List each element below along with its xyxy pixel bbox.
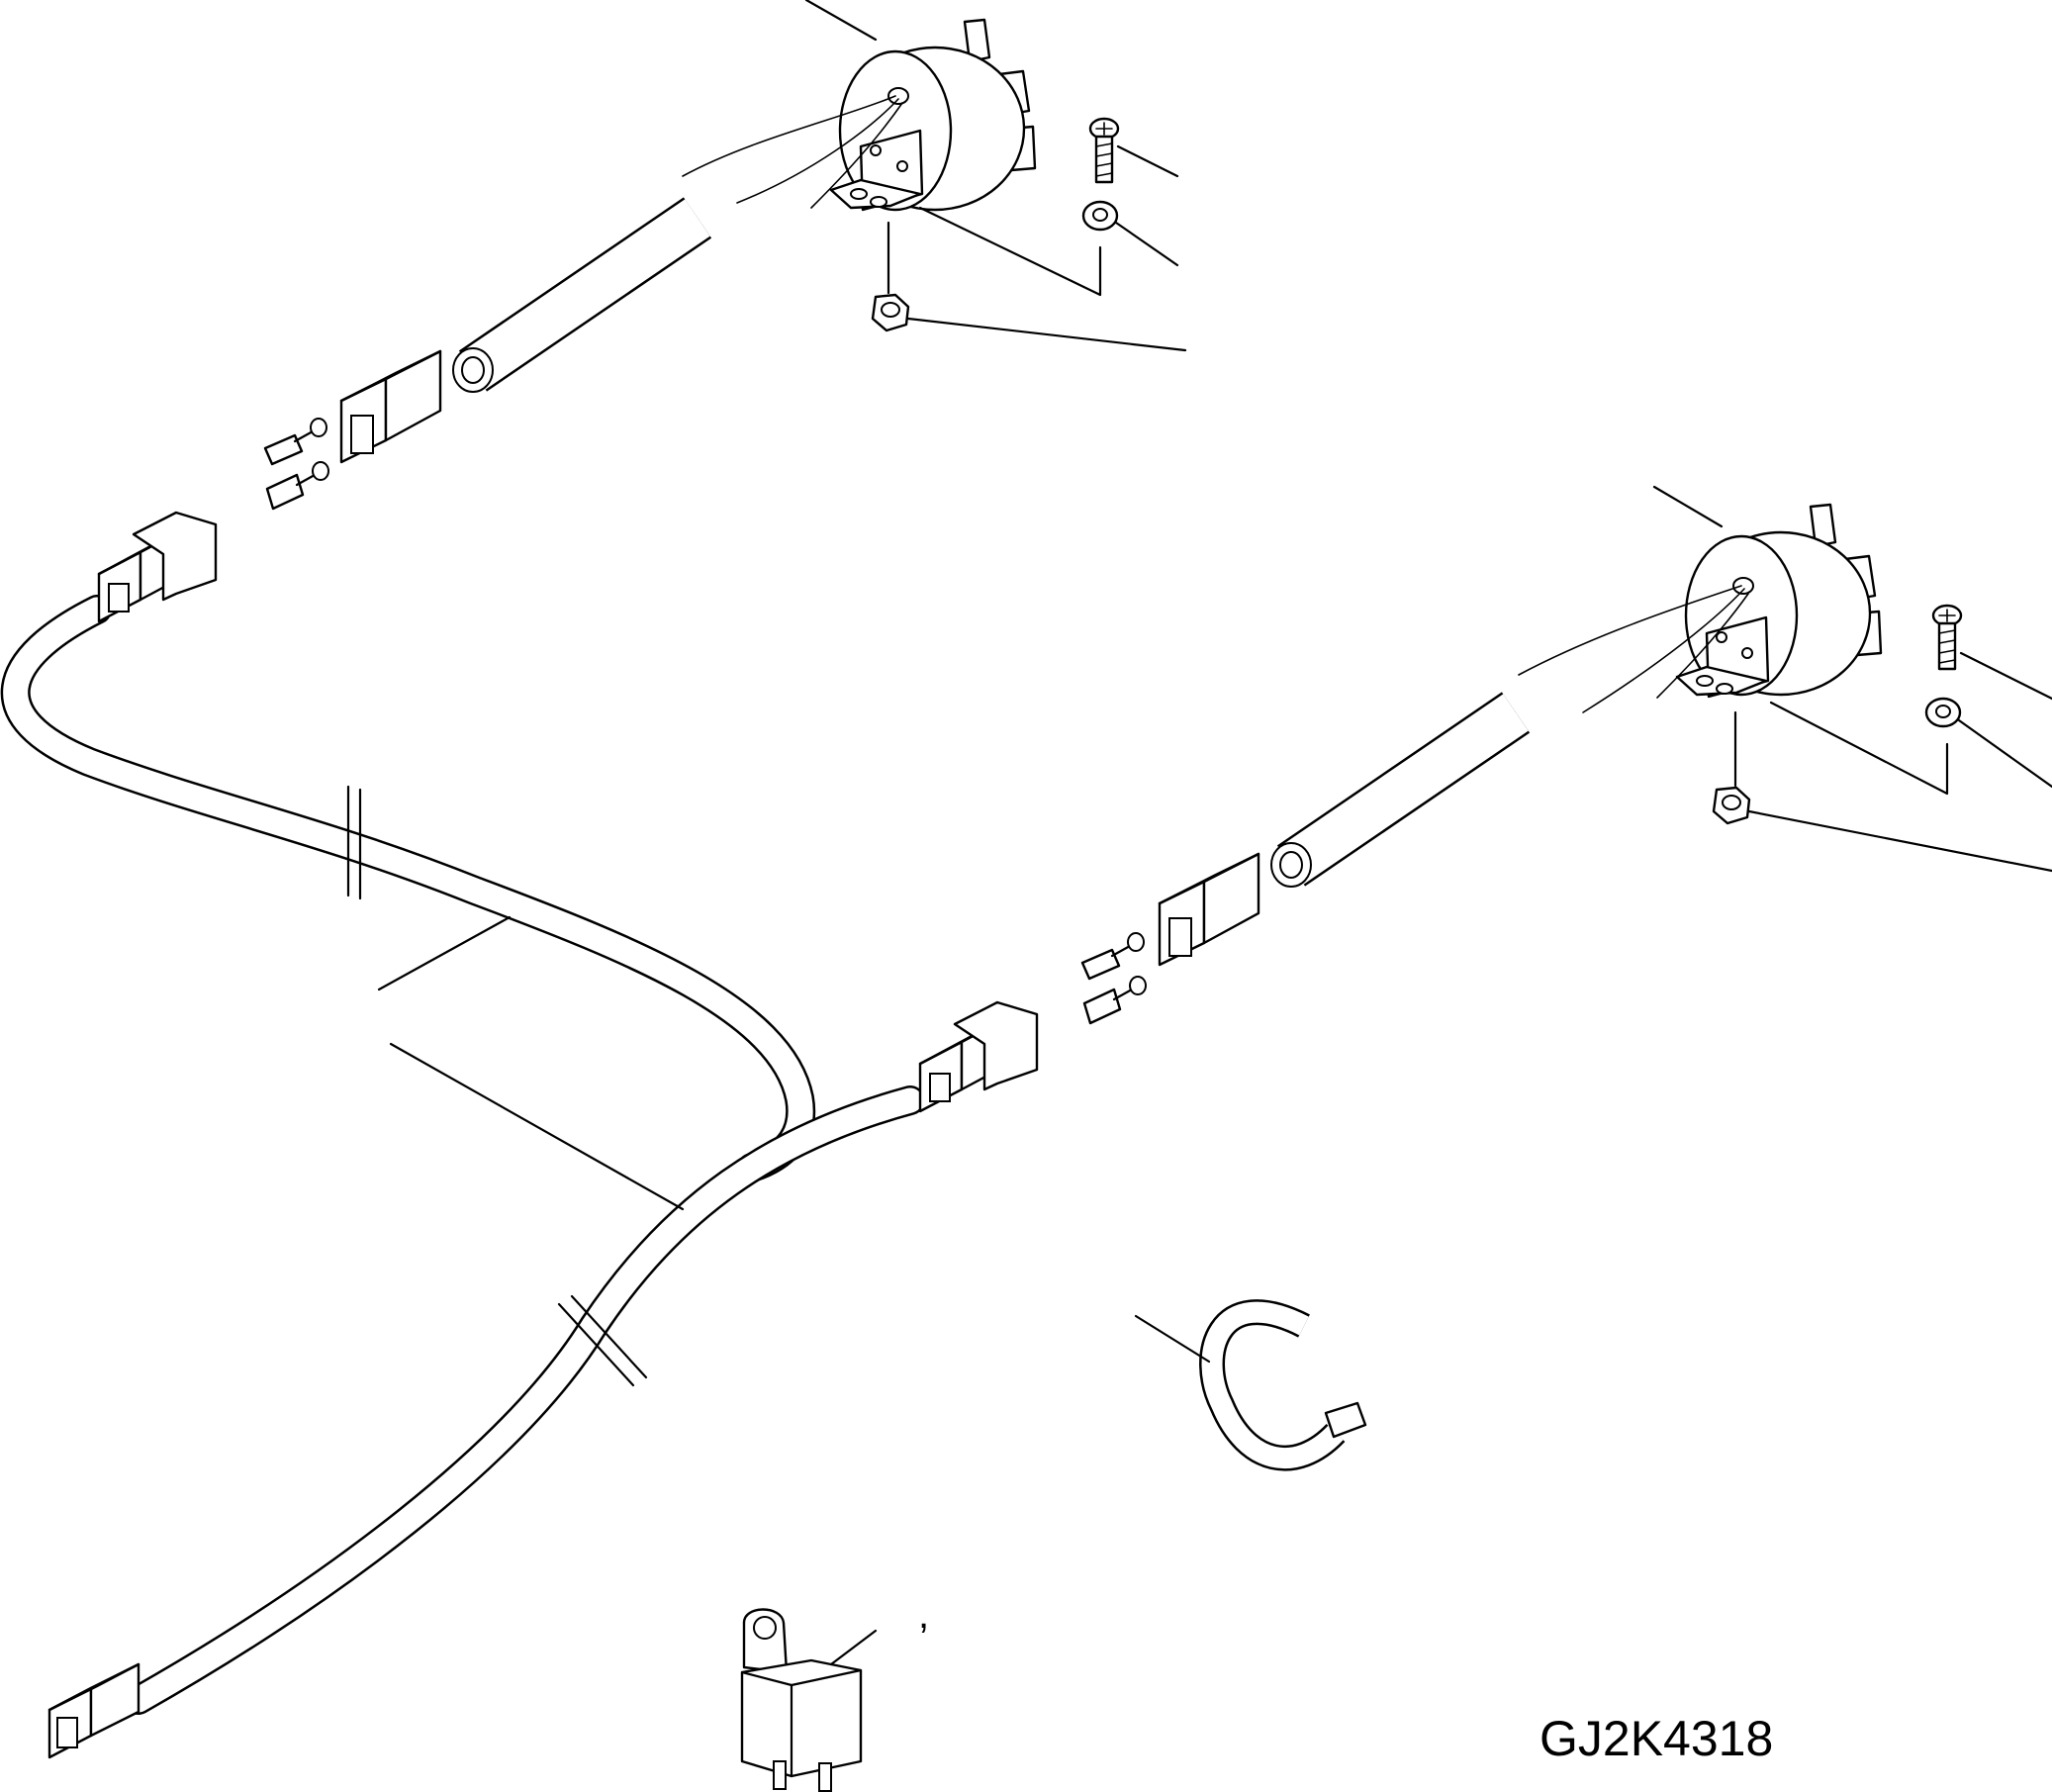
break-mark: [570, 1294, 648, 1379]
harness-connector-left: [97, 511, 218, 623]
protective-tube: [452, 197, 712, 393]
callout-mark: ,: [918, 1593, 930, 1637]
nut-2: [1712, 701, 2052, 873]
leader-line: [1116, 144, 1179, 178]
wiring-harness: [0, 595, 925, 1715]
lock-washer: [1081, 200, 1179, 267]
horn-1: [682, 0, 1037, 212]
connector-housing-2: [1158, 852, 1260, 967]
leader-line: [918, 206, 1102, 297]
leader-line: [829, 1629, 878, 1666]
drawing-code: GJ2K4318: [1539, 1711, 1774, 1766]
leader-line: [804, 0, 878, 42]
connector-housing: [339, 349, 442, 464]
leader-line: [1769, 701, 1949, 796]
cable-band: [1134, 1299, 1367, 1471]
terminal-2: [1080, 932, 1147, 1025]
harness-connector-right: [918, 1000, 1039, 1113]
leader-line: [1957, 718, 2052, 789]
harness-connector-bottom: [47, 1662, 140, 1759]
lock-washer-2: [1924, 697, 2052, 789]
nut: [871, 206, 1187, 352]
leader-line: [1652, 485, 1724, 528]
protective-tube-2: [1270, 692, 1531, 888]
leader-line: [1134, 1314, 1211, 1364]
leader-line: [906, 317, 1187, 352]
terminal: [263, 418, 329, 511]
bolt-2: [1931, 604, 2052, 701]
leader-line: [1747, 809, 2052, 873]
leader-line: [389, 1042, 685, 1211]
break-mark: [557, 1302, 635, 1387]
horn-2: [1518, 485, 1883, 713]
leader-line: [1114, 221, 1179, 267]
relay: [740, 1608, 878, 1792]
bolt: [1088, 117, 1179, 184]
leader-line: [377, 915, 512, 991]
leader-line: [1959, 651, 2052, 701]
